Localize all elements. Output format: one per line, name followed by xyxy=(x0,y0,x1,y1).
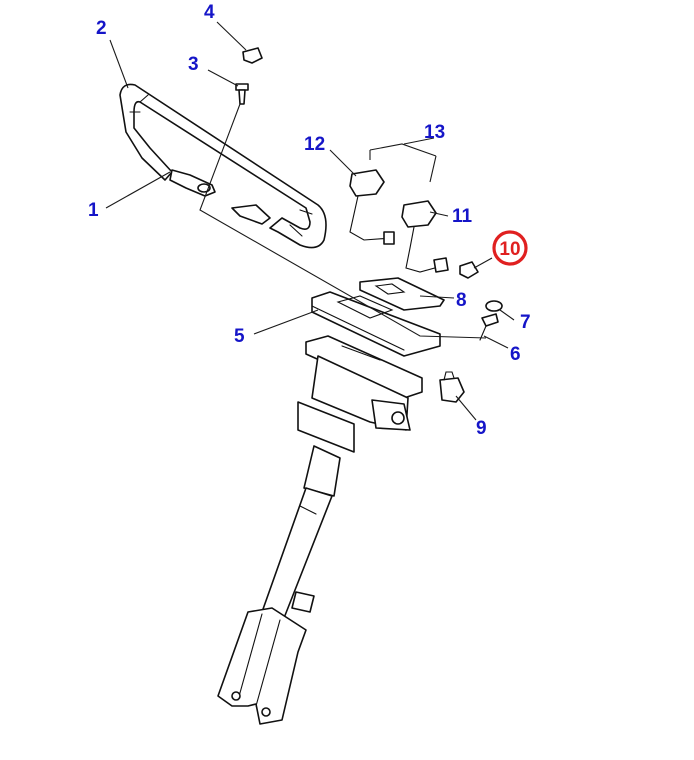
leader-lines xyxy=(105,21,515,421)
callout-9: 9 xyxy=(476,418,487,439)
callout-12: 12 xyxy=(304,134,325,155)
leader-3 xyxy=(207,69,239,87)
leader-9 xyxy=(455,395,477,421)
callout-13: 13 xyxy=(424,122,445,143)
part-switch-upper xyxy=(349,169,395,245)
callout-8: 8 xyxy=(456,290,467,311)
leader-4 xyxy=(216,21,247,51)
part-column-housing xyxy=(297,335,423,453)
part-washer xyxy=(485,300,503,312)
callout-7: 7 xyxy=(520,312,531,333)
part-screw xyxy=(479,313,499,341)
part-fork-bracket xyxy=(217,607,307,725)
callout-11: 11 xyxy=(452,206,473,227)
leader-8 xyxy=(419,295,455,299)
leader-10 xyxy=(473,257,493,269)
callout-4: 4 xyxy=(204,2,215,23)
callout-10: 10 xyxy=(499,239,520,260)
callout-5: 5 xyxy=(234,326,245,347)
callout-labels: 1 2 3 4 5 6 7 8 9 10 11 12 13 xyxy=(88,2,531,439)
part-nut-small xyxy=(459,261,479,279)
leader-11 xyxy=(429,211,449,217)
part-switch-lower xyxy=(401,200,449,273)
part-handle-tube xyxy=(119,83,327,249)
part-bolt xyxy=(235,83,249,105)
leader-1 xyxy=(105,171,171,209)
leader-5 xyxy=(253,309,319,335)
callout-3: 3 xyxy=(188,54,199,75)
leader-6 xyxy=(483,335,509,349)
callout-1: 1 xyxy=(88,200,99,221)
callout-2: 2 xyxy=(96,18,107,39)
part-column-shaft xyxy=(261,445,341,619)
part-cap xyxy=(242,47,263,64)
leader-2 xyxy=(109,39,129,89)
leader-7 xyxy=(499,309,515,321)
leader-3-extend xyxy=(199,103,487,339)
callout-6: 6 xyxy=(510,344,521,365)
part-knob xyxy=(439,371,465,403)
leader-13 xyxy=(403,137,435,145)
part-plate xyxy=(359,277,445,311)
group-bracket-13 xyxy=(369,143,437,183)
part-bracket xyxy=(169,169,271,225)
leader-12 xyxy=(329,149,357,177)
callout-10-highlight-ring xyxy=(492,230,528,266)
